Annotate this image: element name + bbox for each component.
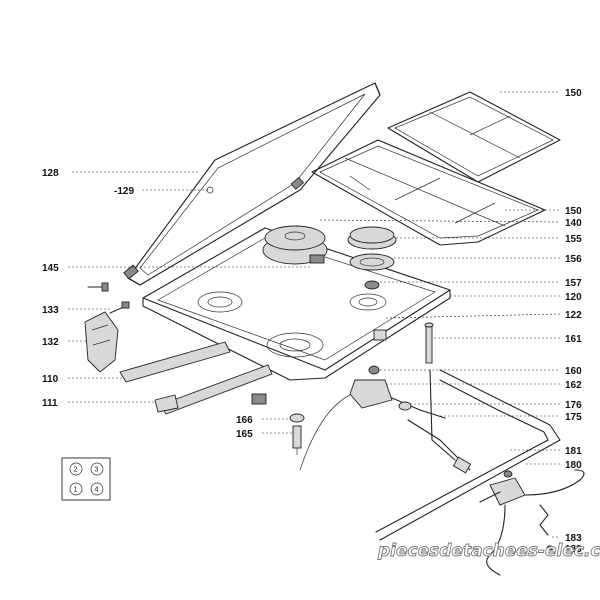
label-161: 161 bbox=[565, 334, 582, 345]
label-176: 176 bbox=[565, 400, 582, 411]
label-145: 145 bbox=[42, 263, 59, 274]
burner-position-legend: 2 3 1 4 bbox=[61, 457, 111, 501]
burner-cap-155 bbox=[347, 226, 397, 250]
injector-157 bbox=[364, 280, 380, 290]
label-111: 111 bbox=[42, 398, 58, 409]
label-128: 128 bbox=[42, 168, 59, 179]
label-165: 165 bbox=[236, 429, 253, 440]
label-129: -129 bbox=[114, 186, 134, 197]
label-183-b: 183 bbox=[565, 544, 582, 555]
label-181: 181 bbox=[565, 446, 582, 457]
gas-valve bbox=[299, 329, 446, 471]
label-175: 175 bbox=[565, 412, 582, 423]
part-labels: 128 -129 145 133 132 110 111 166 165 150… bbox=[42, 88, 582, 555]
label-166: 166 bbox=[236, 415, 253, 426]
label-150-top: 150 bbox=[565, 88, 582, 99]
label-132: 132 bbox=[42, 337, 59, 348]
hinge-bracket-132 bbox=[84, 311, 119, 373]
gas-pipe bbox=[375, 369, 561, 541]
label-180: 180 bbox=[565, 460, 582, 471]
label-140: 140 bbox=[565, 218, 582, 229]
bracket-110 bbox=[119, 341, 273, 415]
label-183-a: 183 bbox=[565, 533, 582, 544]
pan-support-back bbox=[387, 91, 561, 183]
pan-support-front bbox=[311, 139, 546, 246]
knob-parts bbox=[251, 393, 305, 455]
legend-1: 1 bbox=[74, 487, 78, 494]
hob-top-plate bbox=[142, 227, 451, 381]
burner-head-156 bbox=[349, 253, 395, 271]
label-160: 160 bbox=[565, 366, 582, 377]
watermark: piecesdetachees-elec.com bbox=[377, 541, 600, 561]
legend-4: 4 bbox=[95, 487, 99, 494]
label-162: 162 bbox=[565, 380, 582, 391]
rod-161 bbox=[424, 322, 434, 364]
label-122: 122 bbox=[565, 310, 582, 321]
ignition-unit bbox=[479, 469, 585, 576]
label-120: 120 bbox=[565, 292, 582, 303]
hinge-screws-133 bbox=[87, 282, 130, 314]
label-110: 110 bbox=[42, 374, 59, 385]
label-157: 157 bbox=[565, 278, 582, 289]
leader-lines bbox=[68, 91, 561, 538]
legend-2: 2 bbox=[74, 467, 78, 474]
lid-glass bbox=[123, 82, 381, 286]
legend-3: 3 bbox=[95, 467, 99, 474]
label-155: 155 bbox=[565, 234, 582, 245]
large-burner-145 bbox=[262, 225, 328, 265]
label-156: 156 bbox=[565, 254, 582, 265]
label-150-bottom: 150 bbox=[565, 206, 582, 217]
label-133: 133 bbox=[42, 305, 59, 316]
bracket-111 bbox=[154, 394, 179, 413]
